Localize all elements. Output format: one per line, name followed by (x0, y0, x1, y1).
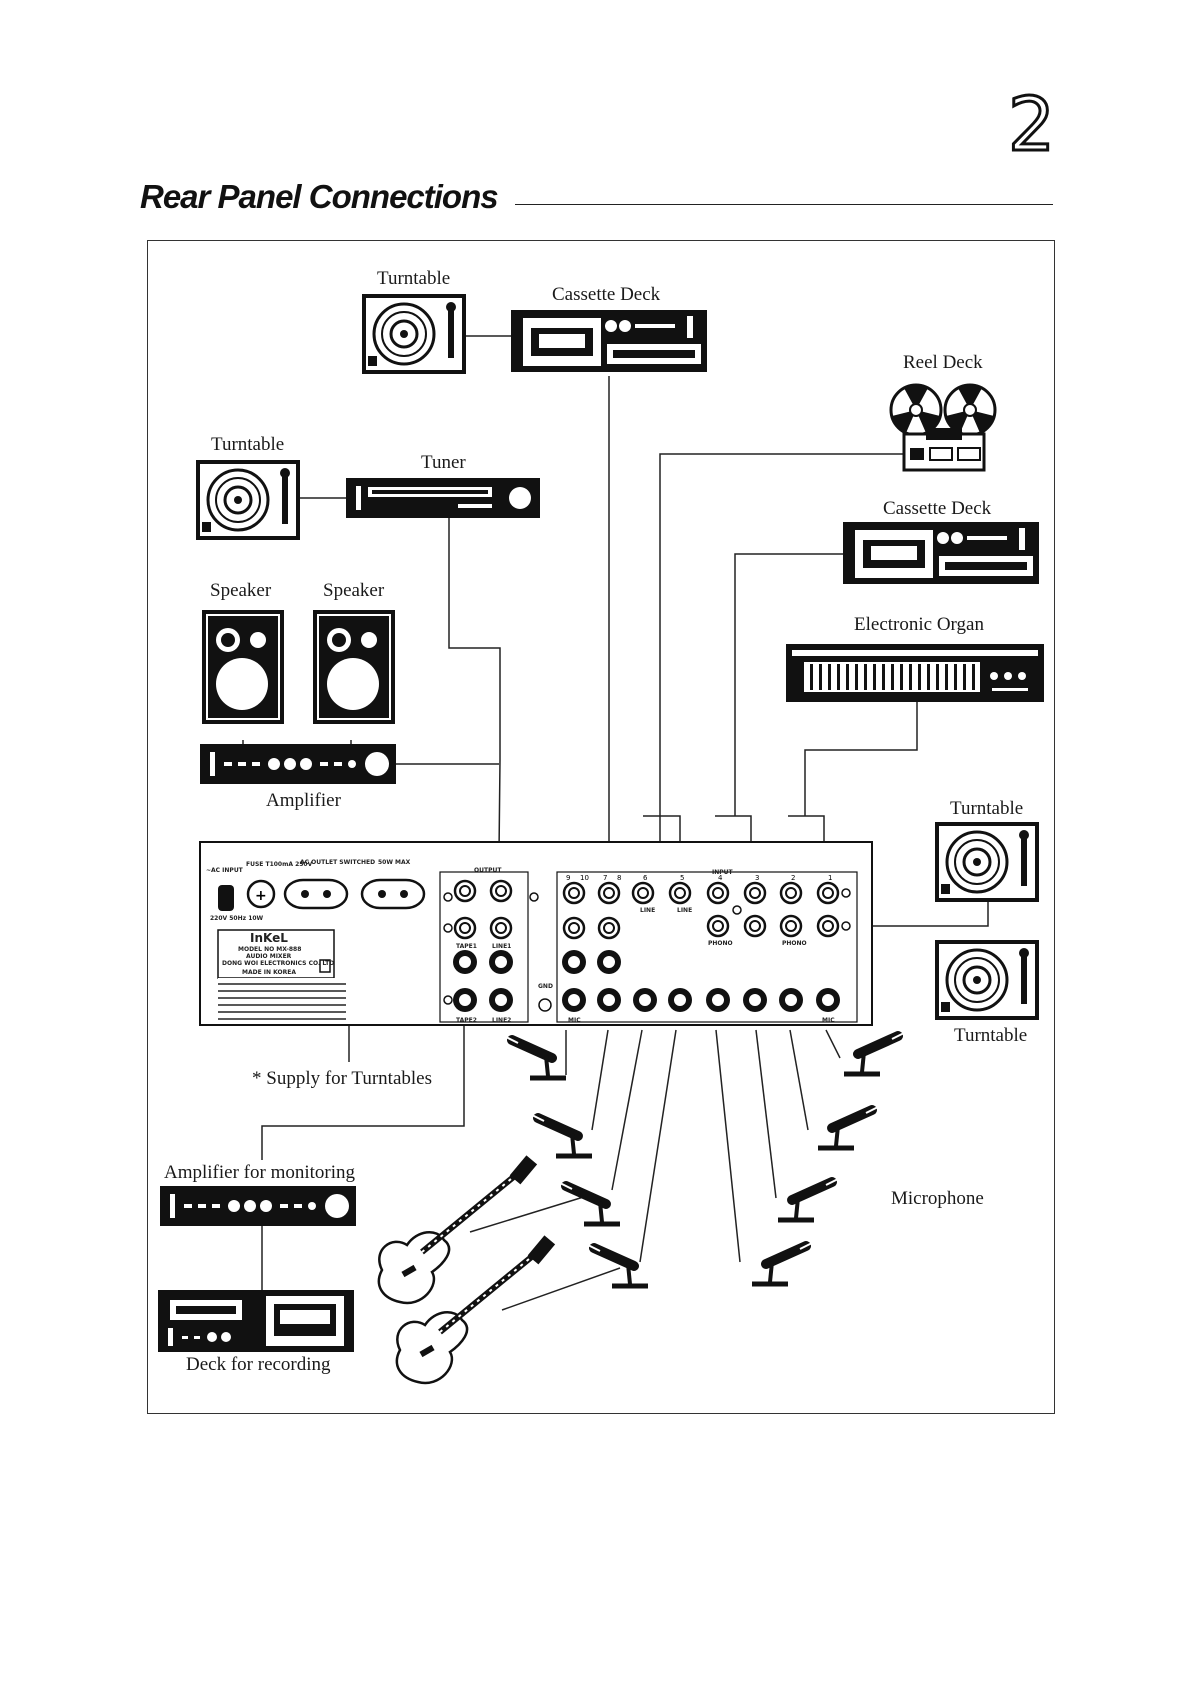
guitar-1 (379, 1155, 537, 1303)
phono-label-2: PHONO (782, 940, 807, 947)
label-deck-recording: Deck for recording (186, 1354, 331, 1375)
maker-label: DONG WOI ELECTRONICS CO. LTD (222, 960, 334, 967)
label-turntable-right-top: Turntable (950, 798, 1024, 819)
input-section (556, 871, 858, 1023)
microphone-5 (844, 1033, 904, 1074)
page-number: 2 (1006, 82, 1056, 168)
label-reel-deck: Reel Deck (903, 352, 983, 373)
mic-label-1: MIC (822, 1017, 835, 1024)
model-label: MODEL NO MX-888 (238, 946, 301, 953)
channel-number: 2 (791, 874, 795, 882)
turntable-right-bottom (935, 940, 1039, 1020)
microphone-3 (560, 1183, 620, 1224)
reel-deck (889, 383, 997, 472)
mic-label-9: MIC (568, 1017, 581, 1024)
label-electronic-organ: Electronic Organ (854, 614, 984, 635)
ac-input-label: ~AC INPUT (206, 867, 244, 874)
microphone-7 (778, 1179, 838, 1220)
output-label: OUTPUT (474, 867, 502, 874)
line1-label: LINE1 (492, 943, 511, 950)
amplifier (200, 744, 396, 784)
label-amplifier: Amplifier (266, 790, 341, 811)
type-label: AUDIO MIXER (246, 953, 292, 960)
fuse-label: FUSE T100mA 250V (246, 861, 313, 868)
turntable-right-top (935, 822, 1039, 902)
microphone-4 (588, 1245, 648, 1286)
origin-label: MADE IN KOREA (242, 969, 296, 976)
label-cassette-deck-top: Cassette Deck (552, 284, 661, 305)
label-microphone: Microphone (891, 1188, 984, 1209)
channel-number: 5 (680, 874, 684, 882)
output-section (439, 871, 552, 1023)
channel-number: 4 (718, 874, 723, 882)
svg-text:+: + (255, 888, 267, 904)
cassette-deck-right (843, 522, 1039, 584)
label-tuner: Tuner (421, 452, 466, 473)
microphone-1 (506, 1037, 566, 1078)
label-supply-note: * Supply for Turntables (252, 1068, 432, 1089)
diagram-frame (147, 240, 1055, 1414)
microphone-8 (752, 1243, 812, 1284)
microphone-6 (818, 1107, 878, 1148)
title-rule (515, 204, 1053, 205)
channel-number: 9 (566, 874, 570, 882)
speaker-left (201, 609, 285, 725)
channel-number: 3 (755, 874, 759, 882)
electronic-organ (786, 644, 1044, 702)
outlet-max-label: 50W MAX (378, 859, 411, 866)
label-cassette-deck-right: Cassette Deck (883, 498, 992, 519)
brand-label: InKeL (250, 931, 288, 945)
turntable-top (362, 294, 466, 374)
voltage-label: 220V 50Hz 10W (210, 915, 264, 922)
tape2-label: TAPE2 (456, 1017, 477, 1024)
channel-number: 1 (828, 874, 832, 882)
deck-for-recording (158, 1290, 354, 1352)
speaker-right (312, 609, 396, 725)
tape1-label: TAPE1 (456, 943, 477, 950)
page-title: Rear Panel Connections (140, 178, 499, 215)
cassette-deck-top (511, 310, 707, 372)
microphone-2 (532, 1115, 592, 1156)
amplifier-for-monitoring (160, 1186, 356, 1226)
phono-label-4: PHONO (708, 940, 733, 947)
line2-label: LINE2 (492, 1017, 511, 1024)
label-amplifier-monitoring: Amplifier for monitoring (164, 1162, 356, 1183)
line-label-6: LINE (640, 907, 655, 914)
label-speaker-right: Speaker (323, 580, 385, 601)
label-turntable-right-bottom: Turntable (954, 1025, 1028, 1046)
line-label-5: LINE (677, 907, 692, 914)
channel-number: 6 (643, 874, 648, 882)
label-turntable-left: Turntable (211, 434, 285, 455)
turntable-left (196, 460, 300, 540)
tuner (346, 478, 540, 518)
channel-number: 10 (580, 874, 589, 882)
power-section: + (217, 878, 426, 1020)
ac-outlet-label: AC OUTLET SWITCHED (300, 859, 375, 866)
label-turntable-top: Turntable (377, 268, 451, 289)
channel-number: 8 (617, 874, 621, 882)
input-label: INPUT (712, 869, 734, 876)
channel-number: 7 (603, 874, 607, 882)
label-speaker-left: Speaker (210, 580, 272, 601)
mixer-rear-panel: + (199, 841, 873, 1026)
gnd-label: GND (538, 983, 553, 990)
